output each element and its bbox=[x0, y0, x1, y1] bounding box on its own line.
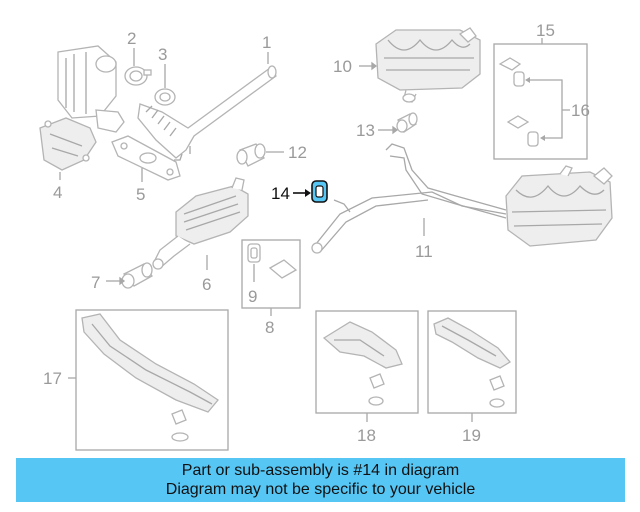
banner-line-1: Part or sub-assembly is #14 in diagram bbox=[181, 462, 460, 479]
part-4-heat-shield[interactable] bbox=[39, 117, 97, 171]
part-13-sleeve[interactable] bbox=[396, 112, 418, 133]
part-10-rear-muffler[interactable] bbox=[375, 27, 481, 103]
callout-17[interactable]: 17 bbox=[43, 369, 62, 388]
callout-9[interactable]: 9 bbox=[248, 287, 257, 306]
callout-15[interactable]: 15 bbox=[536, 21, 555, 40]
banner-line-2: Diagram may not be specific to your vehi… bbox=[165, 481, 476, 498]
callout-8[interactable]: 8 bbox=[265, 318, 274, 337]
callout-18[interactable]: 18 bbox=[357, 426, 376, 445]
callout-11[interactable]: 11 bbox=[415, 242, 433, 261]
callout-1[interactable]: 1 bbox=[262, 33, 271, 52]
callout-6[interactable]: 6 bbox=[202, 275, 211, 294]
part-18-heat-shield[interactable] bbox=[322, 321, 403, 406]
part-9-hanger[interactable] bbox=[247, 243, 298, 279]
callout-19[interactable]: 19 bbox=[462, 426, 481, 445]
callout-4[interactable]: 4 bbox=[53, 183, 62, 202]
info-banner: Part or sub-assembly is #14 in diagram D… bbox=[16, 458, 625, 502]
part-5-gasket-plate[interactable] bbox=[111, 135, 181, 181]
callout-2[interactable]: 2 bbox=[127, 29, 136, 48]
part-19-heat-shield[interactable] bbox=[433, 317, 511, 408]
leader-16-arrow-a bbox=[525, 77, 530, 83]
callout-13[interactable]: 13 bbox=[356, 121, 375, 140]
callout-10[interactable]: 10 bbox=[333, 57, 352, 76]
callout-3[interactable]: 3 bbox=[158, 45, 167, 64]
part-14-rubber-hanger[interactable] bbox=[311, 180, 328, 203]
callout-7[interactable]: 7 bbox=[91, 273, 100, 292]
part-2-clamp[interactable] bbox=[124, 66, 152, 86]
callout-14[interactable]: 14 bbox=[271, 184, 290, 203]
part-6-center-muffler[interactable] bbox=[152, 177, 249, 270]
part-18-kit-box[interactable] bbox=[315, 310, 419, 414]
callout-12[interactable]: 12 bbox=[288, 143, 307, 162]
catalytic-converter bbox=[57, 45, 125, 133]
callout-16[interactable]: 16 bbox=[571, 101, 590, 120]
leader-16-arrow-b bbox=[540, 135, 545, 141]
part-15-kit-box[interactable] bbox=[493, 43, 588, 160]
callout-5[interactable]: 5 bbox=[136, 185, 145, 204]
part-17-kit-box[interactable] bbox=[75, 309, 229, 451]
part-3-gasket[interactable] bbox=[154, 88, 176, 106]
leader-10-arrow bbox=[371, 61, 378, 71]
part-7-clamp-sleeve[interactable] bbox=[121, 262, 153, 289]
leader-13-arrow bbox=[392, 125, 399, 135]
leader-16 bbox=[527, 79, 570, 139]
part-12-sleeve[interactable] bbox=[236, 143, 266, 167]
part-11-rear-pipe[interactable] bbox=[311, 143, 613, 254]
part-1-front-pipe[interactable] bbox=[137, 65, 277, 161]
leader-7-arrow bbox=[119, 276, 126, 286]
leader-14-arrow bbox=[305, 189, 311, 197]
part-16-brackets[interactable] bbox=[498, 57, 539, 147]
part-17-heat-shield[interactable] bbox=[81, 313, 219, 442]
